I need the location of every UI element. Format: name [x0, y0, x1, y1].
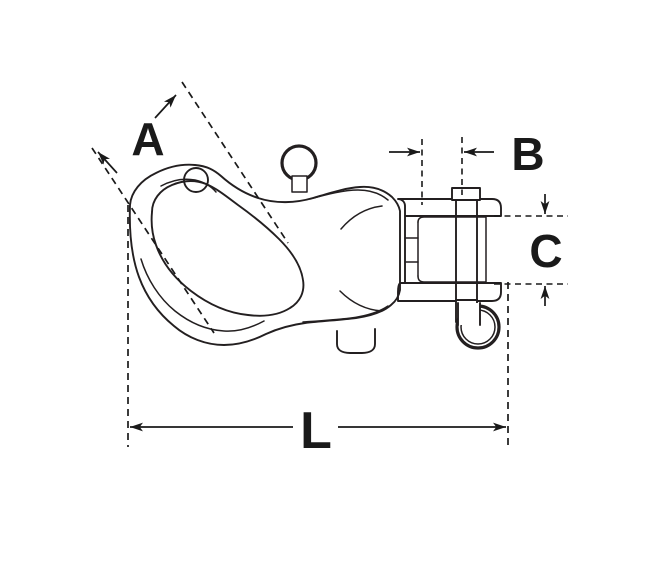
- clevis-fork: [397, 198, 502, 302]
- dimension-a-label: A: [131, 113, 164, 165]
- dimension-a: A: [91, 81, 289, 334]
- dimension-c-label: C: [529, 225, 562, 277]
- dimension-l-label: L: [300, 402, 332, 460]
- bottom-lug: [336, 328, 376, 354]
- dimension-b: B: [389, 128, 545, 205]
- pin-retaining-ring: [455, 302, 501, 350]
- dimension-b-label: B: [511, 128, 544, 180]
- release-pull-ring: [280, 144, 318, 193]
- dimension-c: C: [494, 194, 568, 306]
- dimension-l: L: [127, 205, 509, 460]
- pivot-pin-circle: [183, 167, 209, 193]
